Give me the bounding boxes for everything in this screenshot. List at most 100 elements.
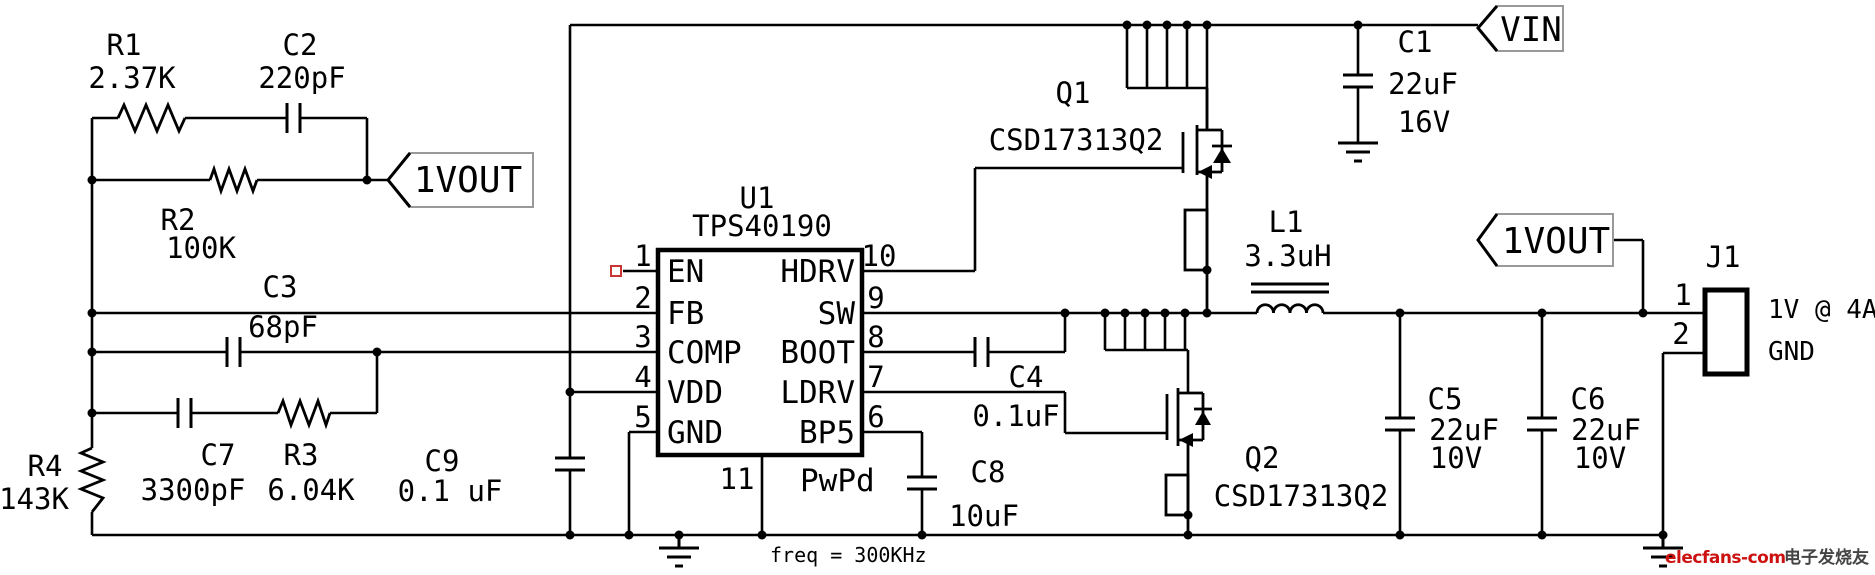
capacitor-c7: C7 3300pF <box>141 398 245 507</box>
q1-body-diode <box>1213 148 1231 163</box>
q2-body-diode <box>1195 411 1211 425</box>
q2-ref-label: Q2 <box>1245 441 1280 475</box>
wire-net <box>90 23 1705 537</box>
watermark-cjk: 电子发烧友 <box>1784 547 1869 568</box>
u1-pin5-num: 5 <box>634 400 651 434</box>
capacitor-c1: C1 22uF 16V <box>1338 25 1458 163</box>
capacitor-c2: C2 220pF <box>258 28 346 133</box>
u1-pin-sw: SW <box>818 296 856 332</box>
u1-pin1-num: 1 <box>634 239 651 273</box>
c1-ref-label: C1 <box>1398 25 1433 59</box>
ground-symbol-right <box>1643 535 1683 568</box>
j1-ref-label: J1 <box>1706 240 1741 274</box>
j1-pin2-num: 2 <box>1672 317 1689 351</box>
r1-value-label: 2.37K <box>88 61 176 95</box>
port-vin: VIN <box>1476 5 1564 52</box>
c7-ref-label: C7 <box>201 438 236 472</box>
l1-value-label: 3.3uH <box>1244 239 1331 273</box>
resistor-r4: R4 143K <box>0 446 107 516</box>
u1-pin-en: EN <box>667 254 704 290</box>
q1-source-arrow <box>1198 165 1212 179</box>
q1-pin-block <box>1183 208 1209 272</box>
c6-value-label: 22uF <box>1571 413 1641 447</box>
c8-ref-label: C8 <box>971 455 1006 489</box>
capacitor-c5: C5 22uF 10V <box>1385 313 1499 535</box>
r3-ref-label: R3 <box>284 438 319 472</box>
q2-source-arrow <box>1179 433 1193 447</box>
j1-pin1-num: 1 <box>1674 278 1691 312</box>
u1-ref-label: U1 <box>740 181 775 215</box>
c5-value-label: 22uF <box>1429 413 1499 447</box>
c4-value-label: 0.1uF <box>972 399 1059 433</box>
c9-ref-label: C9 <box>425 444 460 478</box>
q2-pin-block <box>1164 473 1190 517</box>
capacitor-c8: C8 10uF <box>907 455 1019 533</box>
r2-value-label: 100K <box>166 231 236 265</box>
u1-pin8-num: 8 <box>867 320 884 354</box>
connector-j1: J1 1 2 1V @ 4A GND <box>1672 240 1875 377</box>
watermark: elecfans-com 电子发烧友 <box>1665 547 1869 568</box>
u1-part-label: TPS40190 <box>692 209 832 243</box>
u1-pin-comp: COMP <box>667 335 742 371</box>
port-vout-right: 1VOUT <box>1476 213 1614 267</box>
capacitor-c9: C9 0.1 uF <box>398 444 585 508</box>
capacitor-c4: C4 0.1uF <box>972 337 1060 433</box>
mosfet-q2: Q2 CSD17313Q2 <box>1164 388 1388 535</box>
r4-value-label: 143K <box>0 482 69 516</box>
junction-dots <box>87 20 1668 540</box>
en-unconnected-marker <box>610 265 622 277</box>
u1-pin7-num: 7 <box>867 360 884 394</box>
c3-value-label: 68pF <box>248 310 318 344</box>
c5-rating-label: 10V <box>1430 441 1482 475</box>
r2-ref-label: R2 <box>161 203 196 237</box>
u1-pin11-num: 11 <box>720 462 755 496</box>
ic-u1: U1 TPS40190 1 2 3 4 5 EN FB COMP VDD GND… <box>610 181 896 499</box>
watermark-brand: elecfans-com <box>1665 548 1786 568</box>
capacitor-c3: C3 68pF <box>225 270 318 367</box>
u1-pin-fb: FB <box>667 296 704 332</box>
u1-pin2-num: 2 <box>634 281 651 315</box>
q1-ref-label: Q1 <box>1056 76 1091 110</box>
u1-pin9-num: 9 <box>867 281 884 315</box>
c6-ref-label: C6 <box>1571 382 1606 416</box>
r3-value-label: 6.04K <box>267 473 355 507</box>
inductor-l1: L1 3.3uH <box>1244 205 1332 314</box>
c3-ref-label: C3 <box>263 270 298 304</box>
u1-pin-boot: BOOT <box>780 335 855 371</box>
l1-ref-label: L1 <box>1269 205 1304 239</box>
c5-ref-label: C5 <box>1428 382 1463 416</box>
q1-part-label: CSD17313Q2 <box>989 123 1164 157</box>
ground-symbol-main <box>659 535 699 568</box>
c6-rating-label: 10V <box>1574 441 1626 475</box>
u1-pin4-num: 4 <box>634 360 651 394</box>
capacitor-c6: C6 22uF 10V <box>1527 313 1641 535</box>
j1-output-label: 1V @ 4A <box>1768 295 1875 325</box>
resistor-r3: R3 6.04K <box>267 396 355 507</box>
c2-ref-label: C2 <box>283 28 318 62</box>
port-vout-left: 1VOUT <box>386 152 534 208</box>
u1-pin-vdd: VDD <box>667 375 723 411</box>
port-vin-label: VIN <box>1500 10 1561 50</box>
mosfet-q1: Q1 CSD17313Q2 <box>989 76 1232 313</box>
u1-pin3-num: 3 <box>634 320 651 354</box>
port-vout-left-label: 1VOUT <box>414 160 522 201</box>
port-vout-right-label: 1VOUT <box>1502 221 1610 262</box>
u1-pin-hdrv: HDRV <box>780 254 855 290</box>
c1-rating-label: 16V <box>1398 105 1450 139</box>
u1-pin-bp5: BP5 <box>799 415 855 451</box>
r4-ref-label: R4 <box>28 449 63 483</box>
u1-pin-ldrv: LDRV <box>780 375 855 411</box>
resistor-r2: R2 100K <box>161 164 259 265</box>
c1-value-label: 22uF <box>1388 67 1458 101</box>
c8-value-label: 10uF <box>949 499 1019 533</box>
u1-pin6-num: 6 <box>867 400 884 434</box>
j1-gnd-label: GND <box>1768 337 1815 367</box>
c2-value-label: 220pF <box>258 61 345 95</box>
u1-pin-pwpd: PwPd <box>800 463 875 499</box>
frequency-note: freq = 300KHz <box>770 543 927 567</box>
r1-ref-label: R1 <box>107 28 142 62</box>
c4-ref-label: C4 <box>1009 360 1044 394</box>
u1-pin-gnd: GND <box>667 415 723 451</box>
